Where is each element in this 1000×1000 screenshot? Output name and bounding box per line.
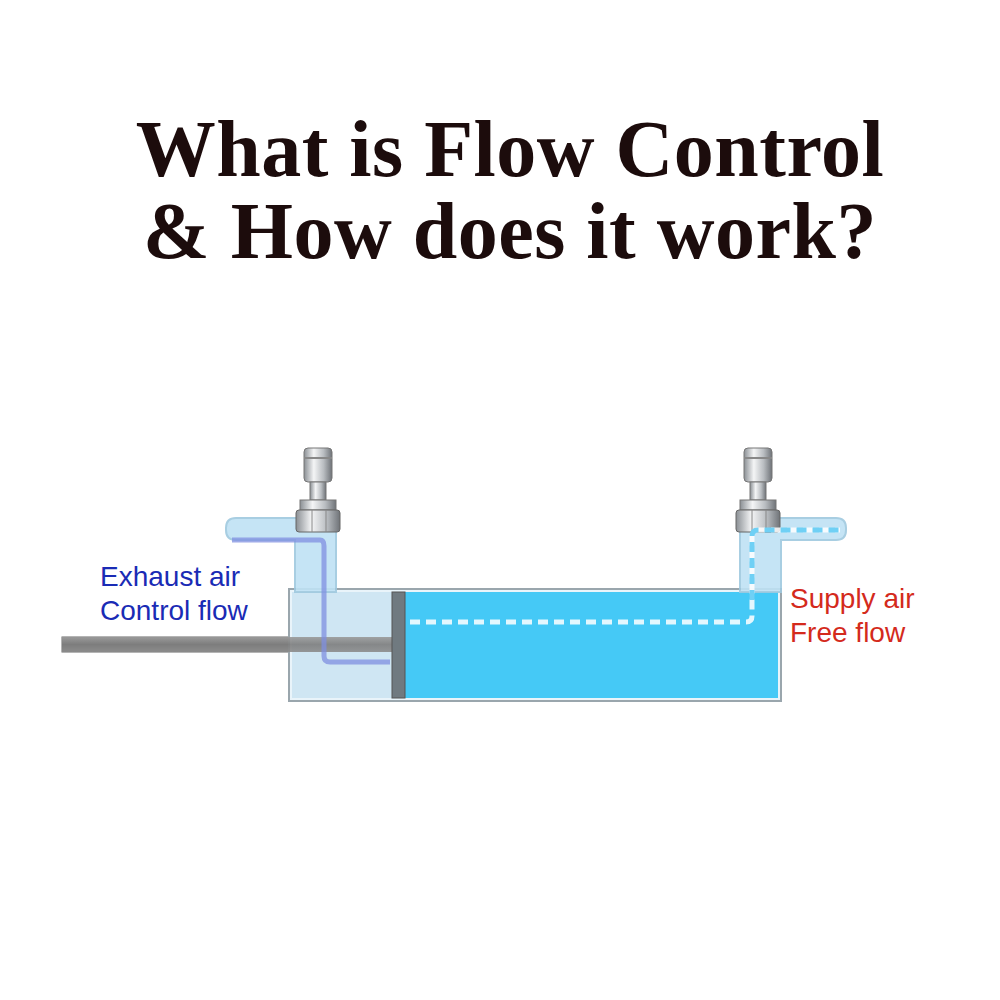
piston-rod: [62, 637, 394, 652]
piston: [392, 592, 405, 698]
flow-control-valve: [296, 448, 340, 532]
flow-control-valve: [736, 448, 780, 532]
exhaust-flow-path: [232, 540, 390, 662]
piston-rod: [62, 637, 394, 652]
flow-label: Supply air Free flow: [790, 582, 960, 650]
flow-label: Exhaust air Control flow: [100, 560, 280, 628]
supply-chamber: [405, 592, 778, 698]
title-heading: What is Flow Control & How does it work?: [110, 108, 910, 272]
supply-flow-path: [410, 530, 840, 622]
